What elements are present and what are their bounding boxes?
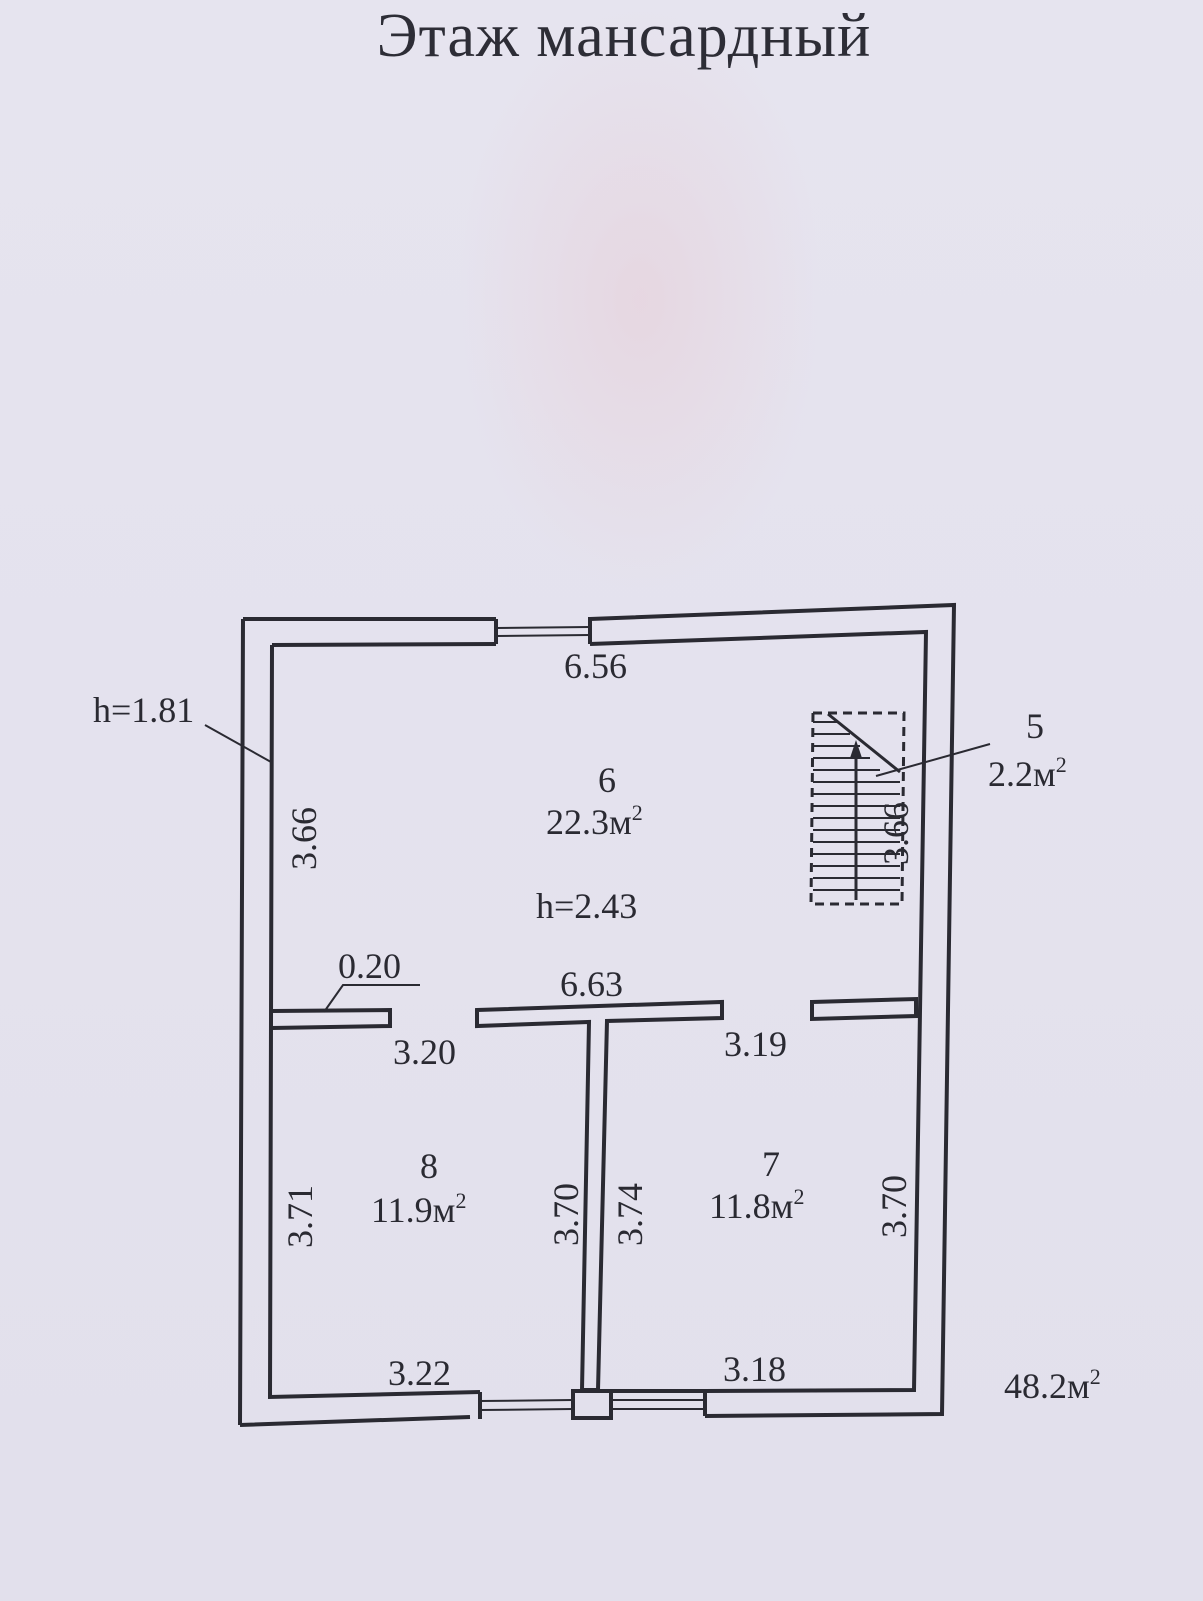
dim-room8-left: 3.71: [280, 1185, 320, 1248]
room5-number: 5: [1026, 706, 1044, 746]
dim-room8-top: 3.20: [393, 1032, 456, 1072]
room7-area: 11.8м2: [709, 1184, 804, 1226]
window-top: [494, 617, 592, 644]
room6-area: 22.3м2: [546, 800, 643, 842]
room8-number: 8: [420, 1146, 438, 1186]
dim-partition-thickness: 0.20: [338, 946, 401, 986]
dim-bottom-right: 3.18: [723, 1349, 786, 1389]
outer-wall-inner-edge: [267, 629, 929, 1400]
dim-partition-middle: 6.63: [560, 964, 623, 1004]
room6-height: h=2.43: [536, 886, 637, 926]
partition-middle: [475, 999, 724, 1392]
staircase: [809, 711, 906, 906]
dim-top: 6.56: [564, 646, 627, 686]
labels: 6.56 h=1.81 3.66 6 22.3м2 h=2.43 5 2.2м2…: [93, 646, 1101, 1406]
total-area: 48.2м2: [1004, 1364, 1101, 1406]
dim-room7-left: 3.74: [610, 1183, 650, 1246]
window-bottom-right: [611, 1389, 707, 1416]
leader-h181: [204, 724, 272, 763]
page-title: Этаж мансардный: [376, 2, 872, 70]
leader-thickness: [323, 984, 420, 1013]
window-bottom-left: [478, 1391, 575, 1419]
dim-bottom-left: 3.22: [388, 1353, 451, 1393]
dim-room8-right: 3.70: [546, 1183, 586, 1246]
stair-diagonal: [827, 712, 901, 774]
room6-number: 6: [598, 760, 616, 800]
partition-left: [271, 1007, 392, 1030]
room8-area: 11.9м2: [371, 1188, 466, 1230]
dim-stair: 3.66: [876, 802, 916, 865]
attic-edge-height: h=1.81: [93, 690, 194, 730]
outer-wall-outer-edge: [238, 602, 957, 1427]
dim-room7-right: 3.70: [874, 1175, 914, 1238]
room5-area: 2.2м2: [988, 752, 1067, 794]
dim-room7-top: 3.19: [724, 1024, 787, 1064]
partition-right: [810, 996, 918, 1022]
room7-number: 7: [762, 1144, 780, 1184]
leader-room5: [875, 743, 991, 777]
bottom-pillar: [571, 1389, 613, 1420]
dim-left-upper: 3.66: [284, 807, 324, 870]
stair-outline: [809, 711, 906, 906]
stair-arrow-head-icon: [850, 740, 862, 758]
walls: [238, 602, 957, 1427]
leader-lines: [204, 724, 991, 1013]
